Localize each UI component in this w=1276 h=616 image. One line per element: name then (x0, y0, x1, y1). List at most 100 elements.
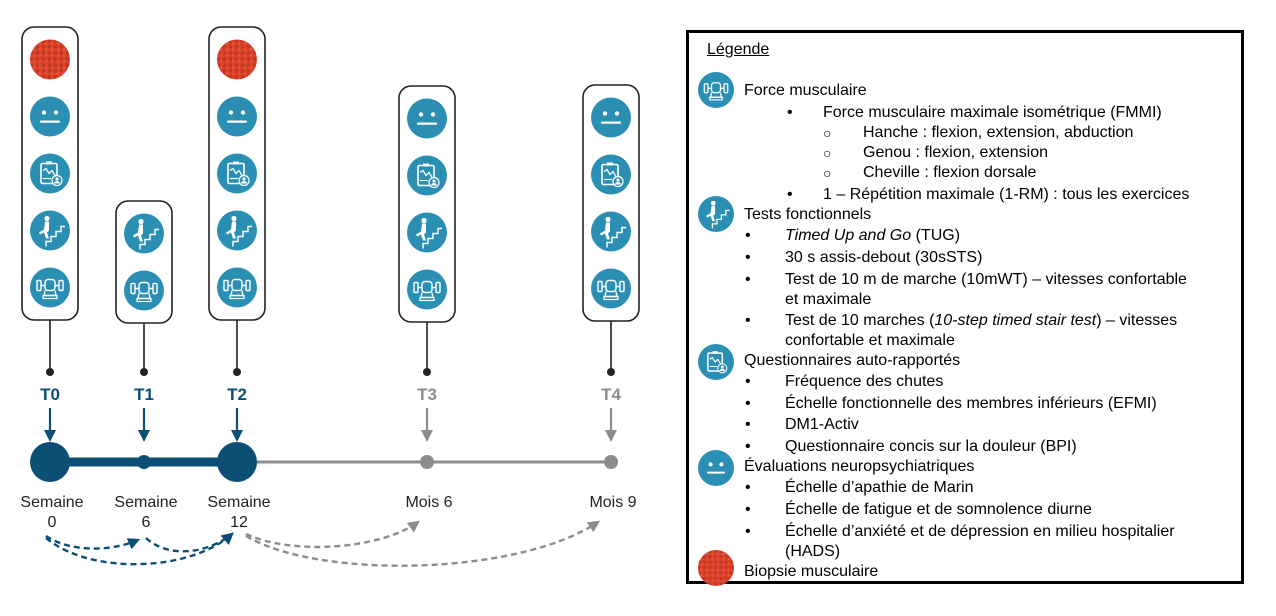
timepoint-label: T2 (227, 385, 247, 404)
item-text-main: Fréquence des chutes (785, 373, 944, 390)
item-text-italic: 10-step timed stair test (934, 312, 1097, 329)
period-value: 0 (48, 514, 57, 531)
legend-item-text: DM1-Activ (785, 415, 859, 435)
stairs-test-icon (407, 212, 447, 253)
legend-section-title: Questionnaires auto-rapportés (744, 352, 961, 369)
bullet-dot: • (745, 373, 751, 390)
legend-title: Légende (707, 41, 770, 58)
bullet-dot: • (787, 186, 793, 203)
legend-item-text: Cheville : flexion dorsale (863, 163, 1036, 183)
muscle-force-icon (698, 72, 734, 108)
timepoint-label: T1 (134, 385, 154, 404)
item-text-main: ) – vitesses (1096, 312, 1178, 329)
period-label: Semaine (114, 494, 177, 511)
bullet-dot: • (745, 438, 751, 455)
item-text-main: 1 – Répétition maximale (1-RM) : tous le… (823, 186, 1190, 203)
bullet-dot: • (745, 312, 751, 329)
neuro-face-icon (698, 450, 734, 486)
legend-item-text: Questionnaire concis sur la douleur (BPI… (785, 437, 1077, 457)
biopsy-icon (698, 550, 734, 586)
neuro-face-icon (30, 96, 70, 137)
item-text-pre: Test de 10 marches ( (785, 312, 935, 329)
timeline-node-t4 (604, 455, 618, 469)
legend-panel: Légende Force musculaire•Force musculair… (686, 30, 1244, 586)
legend-section-title: Biopsie musculaire (744, 563, 879, 580)
timeline-node-t1 (137, 455, 151, 469)
bullet-dot: • (745, 479, 751, 496)
item-text-main: 30 s assis-debout (30sSTS) (785, 249, 983, 266)
legend-item-text: Échelle fonctionnelle des membres inféri… (785, 394, 1157, 414)
connector-dot (233, 368, 241, 376)
legend-item-text: Test de 10 m de marche (10mWT) – vitesse… (785, 270, 1187, 290)
legend-item-text: 1 – Répétition maximale (1-RM) : tous le… (823, 185, 1189, 205)
bullet-dot: • (745, 227, 751, 244)
arrow-head (605, 430, 617, 442)
legend-item-text: Force musculaire maximale isométrique (F… (823, 103, 1162, 123)
bullet-dot: • (787, 104, 793, 121)
stairs-test-icon (591, 211, 631, 252)
legend-item-continuation: (HADS) (785, 543, 841, 560)
legend-item-text: Hanche : flexion, extension, abduction (863, 123, 1133, 143)
arrow-head (138, 430, 150, 442)
questionnaire-icon (591, 154, 631, 195)
period-label: Semaine (207, 494, 270, 511)
timepoint-label: T4 (601, 385, 621, 404)
item-text-main: Cheville : flexion dorsale (863, 164, 1037, 181)
biopsy-icon (217, 39, 257, 80)
legend-item-continuation: confortable et maximale (785, 332, 955, 349)
bullet-circle: ○ (823, 165, 832, 181)
arc-t1-t2 (145, 532, 234, 553)
muscle-force-icon (30, 267, 70, 308)
muscle-force-icon (124, 270, 164, 311)
questionnaire-icon (30, 153, 70, 194)
arc-t2-t4 (245, 520, 600, 567)
arc-t0-t1 (45, 535, 141, 550)
bullet-dot: • (745, 523, 751, 540)
item-text-main: Échelle d’anxiété et de dépression en mi… (785, 523, 1175, 540)
timepoint-t2-assessments (208, 26, 266, 321)
item-text-italic: Timed Up and Go (785, 227, 912, 244)
timepoint-t0-assessments (21, 26, 79, 321)
legend-item-text: Fréquence des chutes (785, 372, 943, 392)
item-text-main: Échelle d’apathie de Marin (785, 479, 974, 496)
arrow-head (231, 430, 243, 442)
questionnaire-icon (407, 155, 447, 196)
legend-item-text: Timed Up and Go (TUG) (785, 226, 960, 246)
legend-section-title: Évaluations neuropsychiatriques (744, 458, 975, 475)
item-text-main: Questionnaire concis sur la douleur (BPI… (785, 438, 1077, 455)
connector-dot (423, 368, 431, 376)
muscle-force-icon (217, 267, 257, 308)
connector-dot (607, 368, 615, 376)
legend-item-text: Test de 10 marches (10-step timed stair … (785, 311, 1177, 331)
neuro-face-icon (217, 96, 257, 137)
period-value: 12 (230, 514, 248, 531)
timeline-node-t0 (30, 442, 70, 482)
connector-dot (46, 368, 54, 376)
bullet-dot: • (745, 271, 751, 288)
item-text-main: DM1-Activ (785, 416, 859, 433)
arc-t0-t2 (45, 532, 234, 566)
muscle-force-icon (407, 269, 447, 310)
stairs-test-icon (124, 213, 164, 254)
questionnaire-icon (698, 344, 734, 380)
period-label: Mois 6 (405, 494, 452, 511)
timeline-node-t3 (420, 455, 434, 469)
item-text-main: Force musculaire maximale isométrique (F… (823, 104, 1162, 121)
legend-item-continuation: et maximale (785, 291, 872, 308)
neuro-face-icon (591, 97, 631, 138)
item-text-main: Test de 10 m de marche (10mWT) – vitesse… (785, 271, 1187, 288)
neuro-face-icon (407, 98, 447, 139)
arrow-head (421, 430, 433, 442)
legend-item-text: 30 s assis-debout (30sSTS) (785, 248, 982, 268)
legend-item-text: Échelle d’apathie de Marin (785, 478, 974, 498)
bullet-dot: • (745, 249, 751, 266)
item-text-main: Échelle de fatigue et de somnolence diur… (785, 501, 1092, 518)
muscle-force-icon (591, 268, 631, 309)
legend-item-text: Échelle de fatigue et de somnolence diur… (785, 500, 1092, 520)
period-label: Mois 9 (589, 494, 636, 511)
bullet-dot: • (745, 501, 751, 518)
item-text-main: (TUG) (911, 227, 961, 244)
legend-item-text: Genou : flexion, extension (863, 143, 1048, 163)
bullet-circle: ○ (823, 125, 832, 141)
